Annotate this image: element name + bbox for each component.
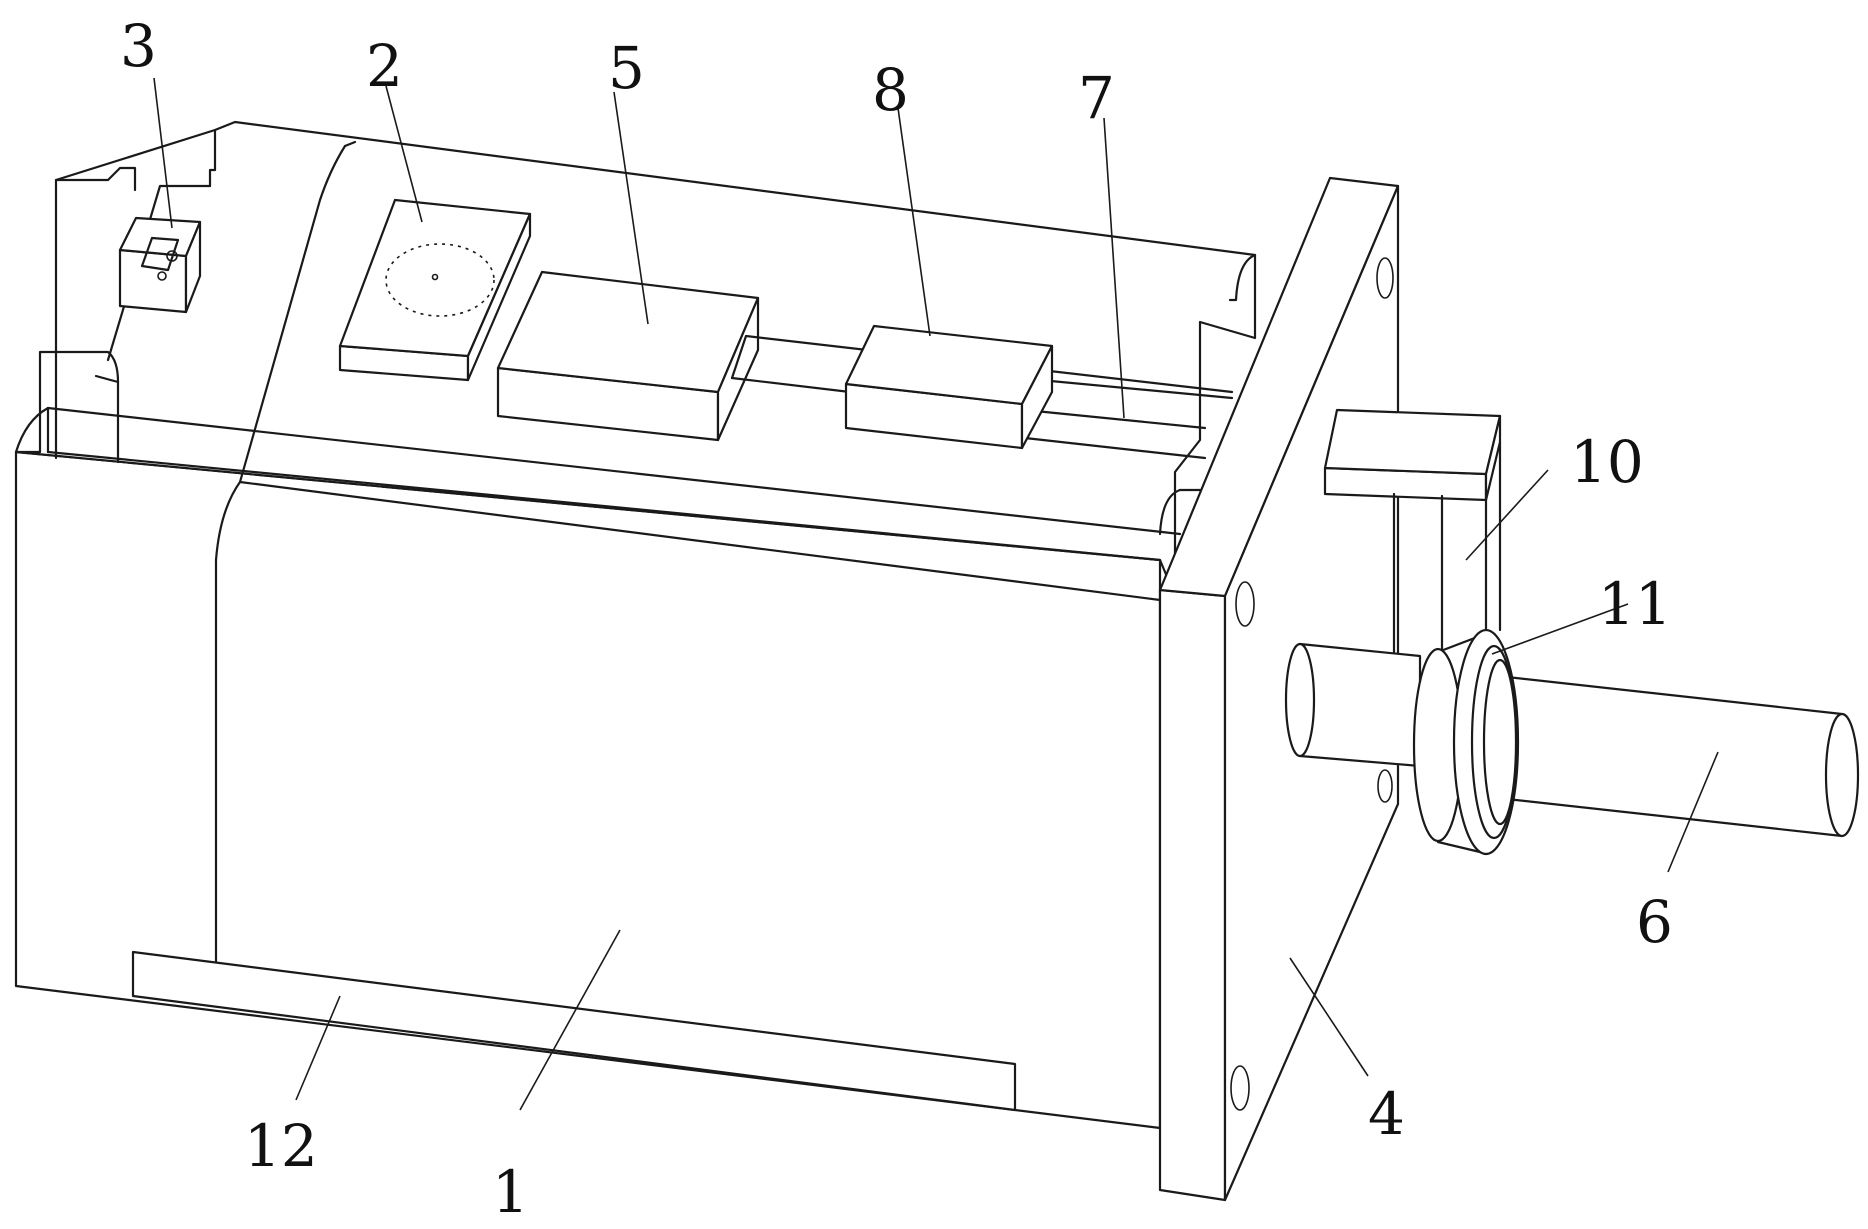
shaft (1284, 642, 1860, 838)
label-switch: 3 (120, 12, 157, 80)
leader-lines (153, 77, 1719, 1111)
part-labels: 3 2 5 8 7 10 11 6 4 1 12 (120, 12, 1673, 1226)
bracket (1323, 408, 1502, 662)
label-box: 5 (608, 34, 645, 102)
label-flange: 4 (1368, 1080, 1405, 1148)
slider-block (844, 324, 1054, 450)
label-port: 2 (366, 32, 403, 100)
base-strip (131, 950, 1017, 1112)
box-block (496, 270, 760, 442)
label-housing: 1 (492, 1158, 529, 1226)
rail (730, 334, 1234, 460)
label-bracket: 10 (1570, 428, 1644, 496)
label-rail: 7 (1078, 64, 1115, 132)
switch-block (118, 216, 202, 314)
label-base-strip: 12 (244, 1112, 318, 1180)
port-plate (338, 198, 532, 382)
label-slider: 8 (872, 56, 909, 124)
label-ring: 11 (1598, 570, 1672, 638)
ring-bearing (1412, 628, 1520, 856)
label-shaft: 6 (1636, 888, 1673, 956)
